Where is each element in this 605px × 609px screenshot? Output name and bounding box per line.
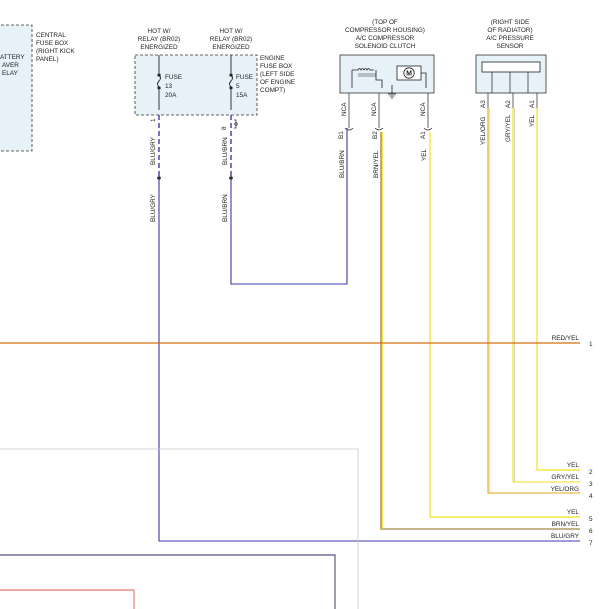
sensor-header-3: A/C PRESSURE [486, 35, 534, 42]
wire-label-fuse13-lower: BLU/GRY [150, 193, 157, 222]
compressor-header-4: SOLENOID CLUTCH [355, 43, 416, 50]
central-label-3: (RIGHT KICK [36, 48, 75, 55]
pin-a1-sensor: A1 [529, 100, 536, 108]
engine-fuse-label-2: FUSE BOX [260, 63, 293, 70]
wire-brn-yel [380, 132, 580, 530]
fuse13-header-2: RELAY (BR02) [138, 36, 180, 43]
wire-gry-yel [512, 108, 580, 483]
fuse13-name: FUSE [165, 74, 182, 81]
central-fuse-box-outline [0, 24, 33, 152]
motor-symbol: M [406, 71, 412, 78]
fuse5-name: FUSE [236, 74, 253, 81]
fuse5-header-2: RELAY (BR02) [210, 36, 252, 43]
connector-right: RED/YEL 1 YEL 2 GRY/YEL 3 YEL/ORG 4 YEL … [551, 335, 593, 547]
fuse5-header-1: HOT W/ [220, 28, 243, 35]
conn-label-3: GRY/YEL [551, 474, 579, 481]
wire-yel-org [487, 108, 580, 494]
fuse13-header-3: ENERGIZED [140, 44, 178, 51]
conn-pin-3: 3 [589, 481, 593, 488]
pin-b2: B2 [372, 131, 379, 139]
central-fuse-box: ATTERY AVER ELAY CENTRAL FUSE BOX (RIGHT… [0, 24, 75, 152]
sensor-header-1: (RIGHT SIDE [491, 19, 530, 26]
conn-pin-7: 7 [589, 540, 593, 547]
compressor-header-2: COMPRESSOR HOUSING) [345, 27, 425, 34]
fuse13-number: 13 [165, 83, 173, 90]
sensor-outline [475, 54, 547, 94]
engine-fuse-box-outline [134, 54, 258, 116]
engine-fuse-box: HOT W/ RELAY (BR02) ENERGIZED HOT W/ REL… [134, 28, 295, 116]
engine-fuse-label-1: ENGINE [260, 55, 285, 62]
connector-b1 [344, 127, 354, 131]
conn-label-1: RED/YEL [552, 335, 580, 342]
clutch-coil [351, 68, 383, 88]
conn-label-2: YEL [567, 462, 580, 469]
fuse5-rating: 15A [236, 92, 248, 99]
wire-label-a3: YEL/ORG [480, 117, 487, 145]
wire-label-b1: BLU/BRN [339, 150, 346, 178]
ac-compressor: (TOP OF COMPRESSOR HOUSING) A/C COMPRESS… [338, 19, 435, 139]
pin-a3: A3 [480, 100, 487, 108]
nca-b1: NCA [341, 102, 348, 116]
lower-gray-box [0, 448, 359, 609]
central-left-label-1: ATTERY [0, 54, 25, 61]
central-label-4: PANEL) [36, 56, 59, 63]
sensor-header-2: OF RADIATOR) [487, 27, 532, 34]
wire-label-fuse5-upper: BLU/BRN [222, 137, 229, 165]
fuse13-rating: 20A [165, 92, 177, 99]
pin-b1: B1 [338, 131, 345, 139]
fuse13-symbol [157, 55, 161, 110]
sensor-header-4: SENSOR [497, 43, 524, 50]
pin-fuse5: 8 [221, 126, 228, 130]
lower-navy-box [0, 554, 336, 609]
wire-label-fuse5-lower: BLU/BRN [222, 194, 229, 222]
wire-blu-brn: 8 BLU/BRN BLU/BRN [221, 115, 348, 285]
wire-label-fuse13-upper: BLU/GRY [150, 136, 157, 165]
wire-label-a2: GRY/YEL [505, 114, 512, 142]
lower-red-box [0, 589, 135, 609]
wire-yel-a1-sensor [536, 108, 580, 471]
fuse5-symbol [229, 55, 233, 110]
ac-pressure-sensor: (RIGHT SIDE OF RADIATOR) A/C PRESSURE SE… [475, 19, 547, 128]
central-left-label-3: ELAY [2, 70, 19, 77]
wire-label-a1-sensor: YEL [529, 114, 536, 127]
engine-fuse-label-3: (LEFT SIDE [260, 71, 294, 78]
conn-label-4: YEL/ORG [551, 486, 579, 493]
conn-pin-6: 6 [589, 528, 593, 535]
conn-pin-2: 2 [589, 469, 593, 476]
engine-fuse-label-5: COMPT) [260, 87, 285, 94]
conn-label-6: BRN/YEL [552, 521, 580, 528]
compressor-header-3: A/C COMPRESSOR [356, 35, 415, 42]
engine-fuse-label-4: OF ENGINE [260, 79, 295, 86]
conn-pin-1: 1 [589, 341, 593, 348]
wire-yel-a1-comp [429, 132, 580, 518]
conn-label-7: BLU/GRY [551, 533, 580, 540]
pin-a1-comp: A1 [420, 131, 427, 139]
wire-label-a1-comp: YEL [421, 148, 428, 161]
connector-mark [234, 119, 237, 129]
nca-b2: NCA [371, 102, 378, 116]
nca-a1: NCA [420, 102, 427, 116]
conn-pin-4: 4 [589, 493, 593, 500]
pin-a2: A2 [505, 100, 512, 108]
fuse5-header-3: ENERGIZED [212, 44, 250, 51]
ground-icon [388, 85, 396, 99]
fuse13-header-1: HOT W/ [148, 28, 171, 35]
compressor-header-1: (TOP OF [372, 19, 398, 26]
connector-b2 [374, 127, 384, 131]
pin-fuse13: 1 [150, 118, 157, 122]
central-label-2: FUSE BOX [36, 40, 69, 47]
central-left-label-2: AVER [2, 62, 19, 69]
motor-icon: M [396, 65, 427, 88]
sensor-element [481, 61, 541, 73]
conn-pin-5: 5 [589, 516, 593, 523]
connector-a1 [423, 127, 433, 131]
central-label-1: CENTRAL [36, 32, 66, 39]
conn-label-5: YEL [567, 509, 580, 516]
wire-label-b2: BRN/YEL [373, 150, 380, 178]
fuse5-number: 5 [236, 83, 240, 90]
wire-blu-gry: 1 BLU/GRY BLU/GRY [150, 115, 580, 542]
